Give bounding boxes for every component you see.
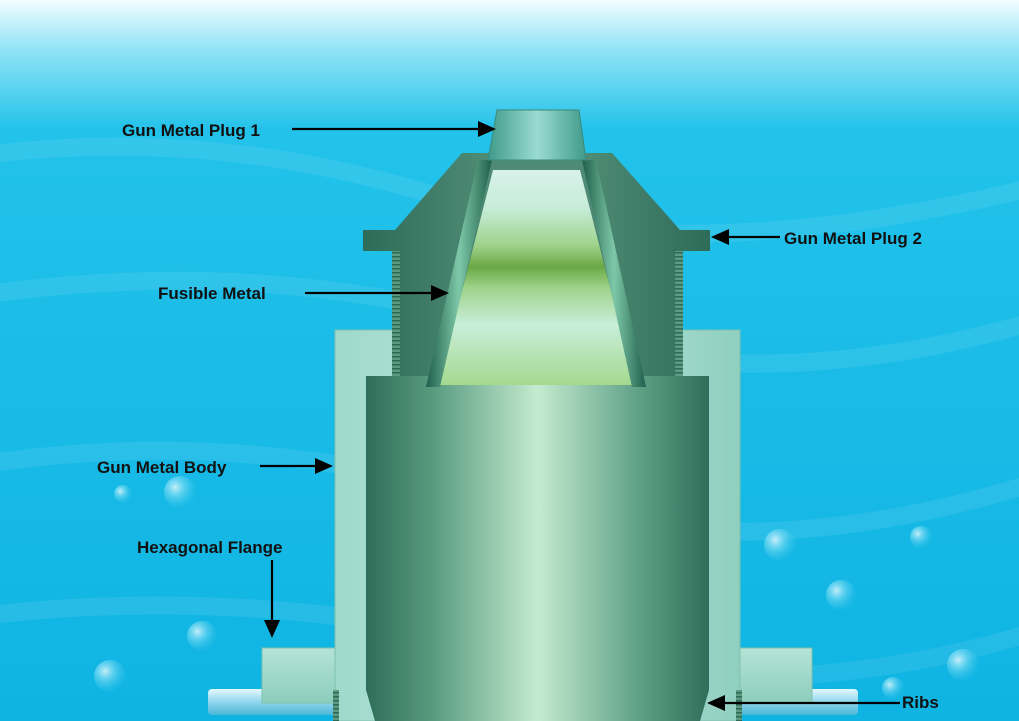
ribs: [333, 690, 742, 721]
flange-arrow: [264, 560, 280, 638]
fusible-arrow: [305, 285, 449, 301]
label-gun-metal-plug-2: Gun Metal Plug 2: [784, 229, 922, 248]
label-gun-metal-plug-1: Gun Metal Plug 1: [122, 121, 260, 140]
annotation-arrows: [260, 121, 900, 711]
fusible-metal: [426, 160, 646, 387]
label-gun-metal-body: Gun Metal Body: [97, 458, 227, 477]
label-hexagonal-flange: Hexagonal Flange: [137, 538, 282, 557]
label-fusible-metal: Fusible Metal: [158, 284, 266, 303]
ribs-arrow: [707, 695, 900, 711]
gun-metal-plug-1: [487, 109, 587, 161]
body-arrow: [260, 458, 333, 474]
label-ribs: Ribs: [902, 693, 939, 712]
plug-2-arrow: [711, 229, 780, 245]
inner-body: [366, 376, 709, 721]
plug-1-arrow: [292, 121, 496, 137]
